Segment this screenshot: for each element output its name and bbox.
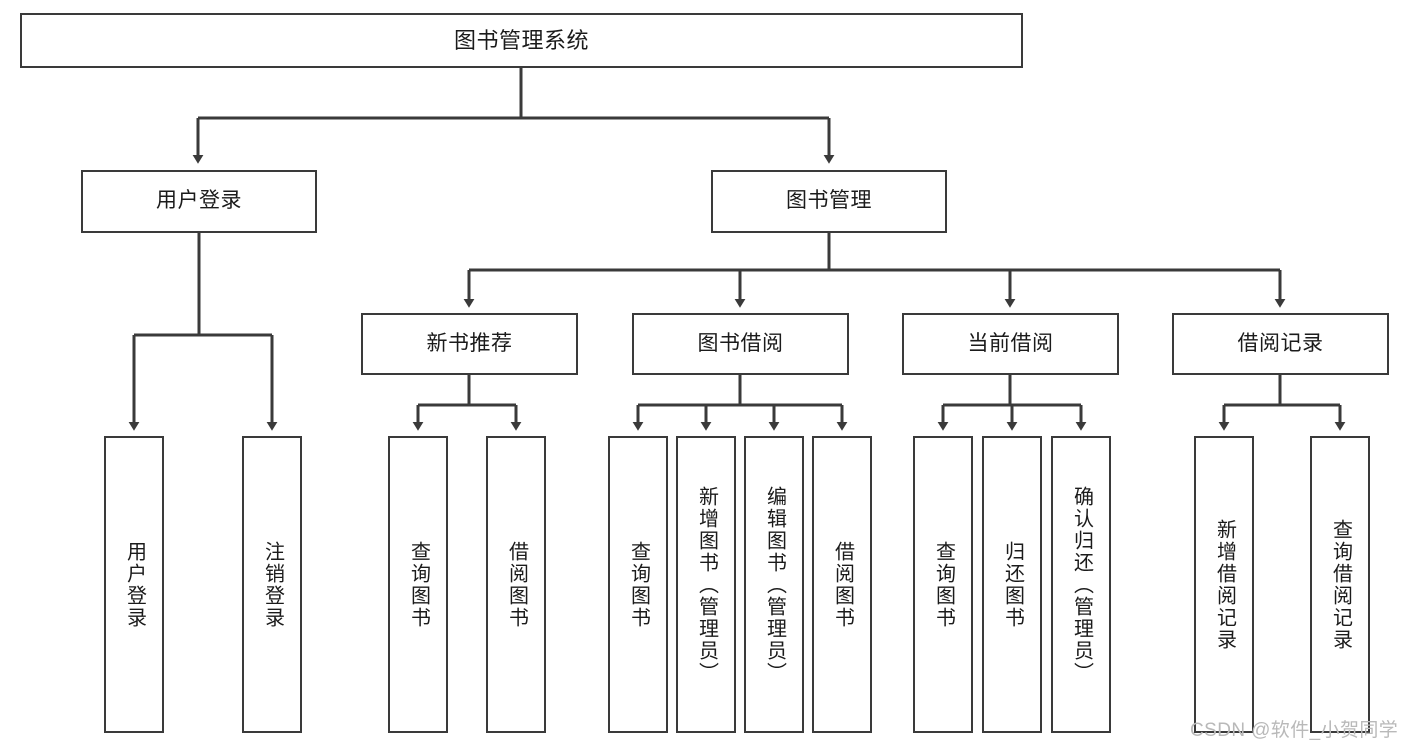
leaf-add-borrow-record-label: 新增借阅记录: [1213, 518, 1236, 651]
node-book-borrow-label: 图书借阅: [697, 331, 784, 355]
node-user-login[interactable]: 用户登录: [81, 170, 317, 233]
edge-borrow-record-to-leaves: [1218, 375, 1346, 431]
leaf-logout-label: 注销登录: [261, 540, 284, 629]
node-borrow-record-label: 借阅记录: [1237, 331, 1324, 355]
edge-book-manage-to-level3: [463, 233, 1286, 308]
node-root[interactable]: 图书管理系统: [20, 13, 1023, 68]
leaf-edit-book[interactable]: 编辑图书（管理员）: [744, 436, 804, 733]
leaf-user-login[interactable]: 用户登录: [104, 436, 164, 733]
leaf-query-book-current[interactable]: 查询图书: [913, 436, 973, 733]
node-user-login-label: 用户登录: [156, 189, 242, 213]
node-current-borrow-label: 当前借阅: [967, 331, 1054, 355]
node-borrow-record[interactable]: 借阅记录: [1172, 313, 1389, 375]
edge-user-login-to-leaves: [128, 233, 278, 431]
leaf-query-book-current-label: 查询图书: [932, 540, 955, 629]
node-book-manage-label: 图书管理: [786, 189, 872, 213]
leaf-confirm-return[interactable]: 确认归还（管理员）: [1051, 436, 1111, 733]
leaf-query-borrow-record[interactable]: 查询借阅记录: [1310, 436, 1370, 733]
node-book-manage[interactable]: 图书管理: [711, 170, 947, 233]
leaf-logout[interactable]: 注销登录: [242, 436, 302, 733]
leaf-return-book-label: 归还图书: [1001, 540, 1024, 629]
leaf-add-book[interactable]: 新增图书（管理员）: [676, 436, 736, 733]
leaf-borrow-book-newbook[interactable]: 借阅图书: [486, 436, 546, 733]
node-current-borrow[interactable]: 当前借阅: [902, 313, 1119, 375]
node-root-label: 图书管理系统: [453, 27, 589, 53]
leaf-return-book[interactable]: 归还图书: [982, 436, 1042, 733]
edge-new-book-rec-to-leaves: [412, 375, 522, 431]
leaf-borrow-book-label: 借阅图书: [831, 540, 854, 629]
leaf-edit-book-label: 编辑图书（管理员）: [763, 485, 786, 684]
leaf-add-borrow-record[interactable]: 新增借阅记录: [1194, 436, 1254, 733]
edge-root-to-level2: [192, 68, 835, 164]
leaf-user-login-label: 用户登录: [123, 540, 146, 629]
leaf-query-book-borrow[interactable]: 查询图书: [608, 436, 668, 733]
leaf-query-book-borrow-label: 查询图书: [627, 540, 650, 629]
edge-book-borrow-to-leaves: [632, 375, 848, 431]
leaf-borrow-book[interactable]: 借阅图书: [812, 436, 872, 733]
leaf-query-book-newbook[interactable]: 查询图书: [388, 436, 448, 733]
node-new-book-recommend[interactable]: 新书推荐: [361, 313, 578, 375]
leaf-query-book-newbook-label: 查询图书: [407, 540, 430, 629]
node-book-borrow[interactable]: 图书借阅: [632, 313, 849, 375]
leaf-confirm-return-label: 确认归还（管理员）: [1070, 485, 1093, 684]
csdn-watermark: CSDN @软件_小贺同学: [1190, 720, 1399, 741]
edge-current-borrow-to-leaves: [937, 375, 1087, 431]
leaf-add-book-label: 新增图书（管理员）: [695, 485, 718, 684]
leaf-borrow-book-newbook-label: 借阅图书: [505, 540, 528, 629]
leaf-query-borrow-record-label: 查询借阅记录: [1329, 518, 1352, 651]
node-new-book-recommend-label: 新书推荐: [426, 331, 513, 355]
